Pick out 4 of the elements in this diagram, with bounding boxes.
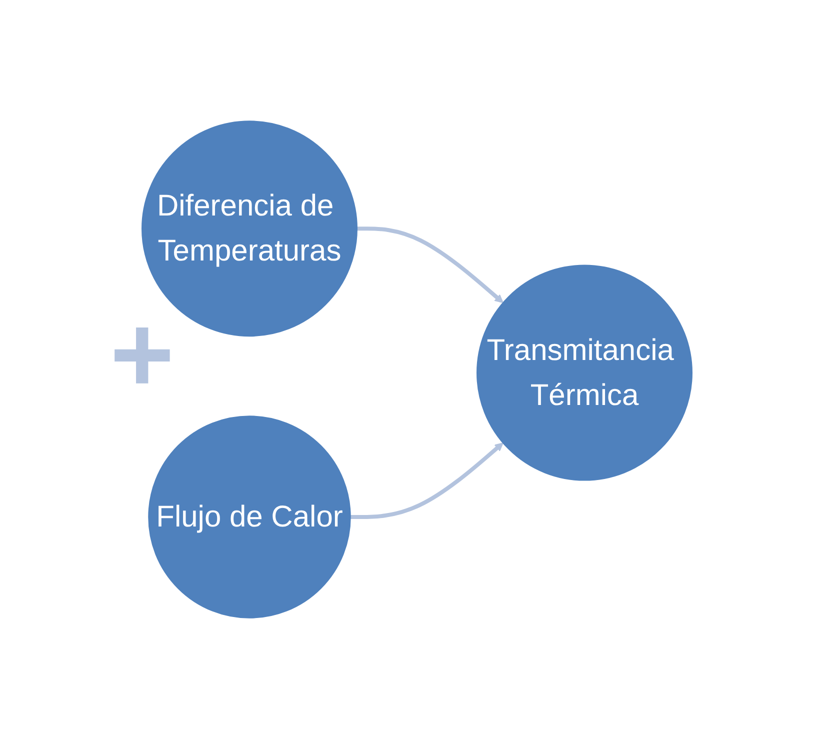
node-circle: Transmitancia Térmica (476, 264, 692, 481)
node-circle: Flujo de Calor (148, 416, 351, 618)
arrow (350, 442, 504, 519)
arrow (357, 226, 504, 304)
